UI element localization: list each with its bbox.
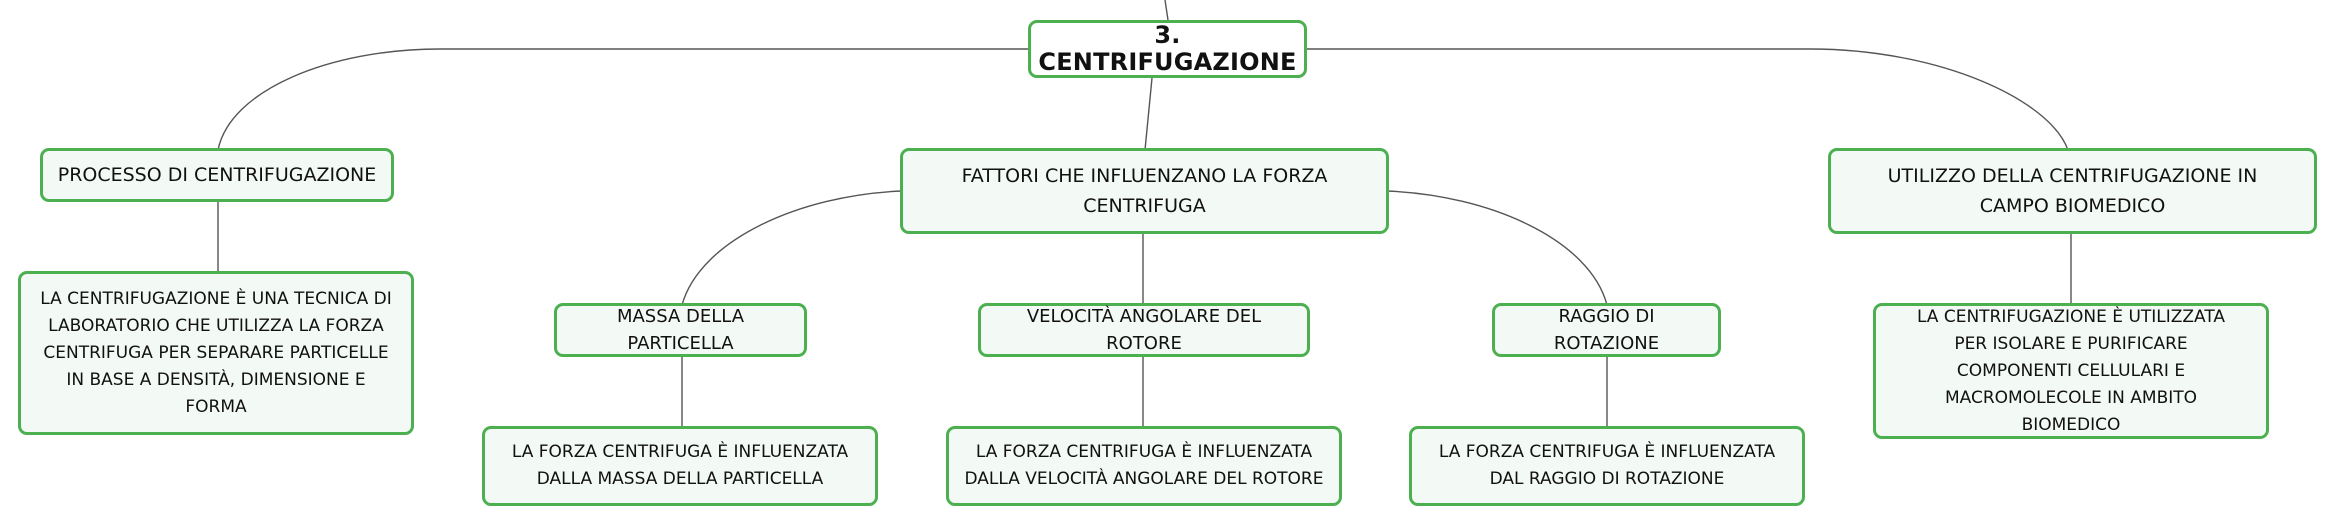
raggio-detail-text: LA FORZA CENTRIFUGA È INFLUENZATA DAL RA…	[1438, 442, 1776, 489]
root-topic-label: 3. CENTRIFUGAZIONE	[1038, 21, 1297, 76]
factor-massa-label: MASSA DELLA PARTICELLA	[616, 306, 745, 354]
connector-root-fattori	[1144, 77, 1153, 151]
processo-detail-text: LA CENTRIFUGAZIONE È UNA TECNICA DI LABO…	[40, 288, 392, 417]
root-topic[interactable]: 3. CENTRIFUGAZIONE	[1028, 20, 1307, 78]
massa-detail[interactable]: LA FORZA CENTRIFUGA È INFLUENZATA DALLA …	[482, 426, 878, 506]
factor-raggio[interactable]: RAGGIO DI ROTAZIONE	[1492, 303, 1721, 357]
raggio-detail[interactable]: LA FORZA CENTRIFUGA È INFLUENZATA DAL RA…	[1409, 426, 1805, 506]
connector-root-processo	[217, 48, 1030, 151]
velocita-detail[interactable]: LA FORZA CENTRIFUGA È INFLUENZATA DALLA …	[946, 426, 1342, 506]
factor-velocita[interactable]: VELOCITÀ ANGOLARE DEL ROTORE	[978, 303, 1310, 357]
factor-raggio-label: RAGGIO DI ROTAZIONE	[1553, 306, 1660, 354]
factor-velocita-label: VELOCITÀ ANGOLARE DEL ROTORE	[1026, 306, 1262, 354]
connector-root-parent	[1164, 0, 1169, 21]
branch-utilizzo[interactable]: UTILIZZO DELLA CENTRIFUGAZIONE IN CAMPO …	[1828, 148, 2317, 234]
factor-massa[interactable]: MASSA DELLA PARTICELLA	[554, 303, 807, 357]
branch-utilizzo-label: UTILIZZO DELLA CENTRIFUGAZIONE IN CAMPO …	[1887, 165, 2258, 217]
velocita-detail-text: LA FORZA CENTRIFUGA È INFLUENZATA DALLA …	[964, 442, 1324, 489]
branch-fattori-label: FATTORI CHE INFLUENZANO LA FORZA CENTRIF…	[961, 165, 1328, 217]
connector-root-utilizzo	[1305, 48, 2069, 151]
branch-processo-label: PROCESSO DI CENTRIFUGAZIONE	[57, 164, 377, 186]
branch-processo[interactable]: PROCESSO DI CENTRIFUGAZIONE	[40, 148, 394, 202]
massa-detail-text: LA FORZA CENTRIFUGA È INFLUENZATA DALLA …	[511, 442, 849, 489]
utilizzo-detail-text: LA CENTRIFUGAZIONE È UTILIZZATA PER ISOL…	[1916, 306, 2226, 435]
connector-fattori-raggio	[1386, 190, 1608, 306]
branch-fattori[interactable]: FATTORI CHE INFLUENZANO LA FORZA CENTRIF…	[900, 148, 1389, 234]
connector-fattori-massa	[681, 190, 903, 306]
utilizzo-detail[interactable]: LA CENTRIFUGAZIONE È UTILIZZATA PER ISOL…	[1873, 303, 2269, 439]
processo-detail[interactable]: LA CENTRIFUGAZIONE È UNA TECNICA DI LABO…	[18, 271, 414, 435]
